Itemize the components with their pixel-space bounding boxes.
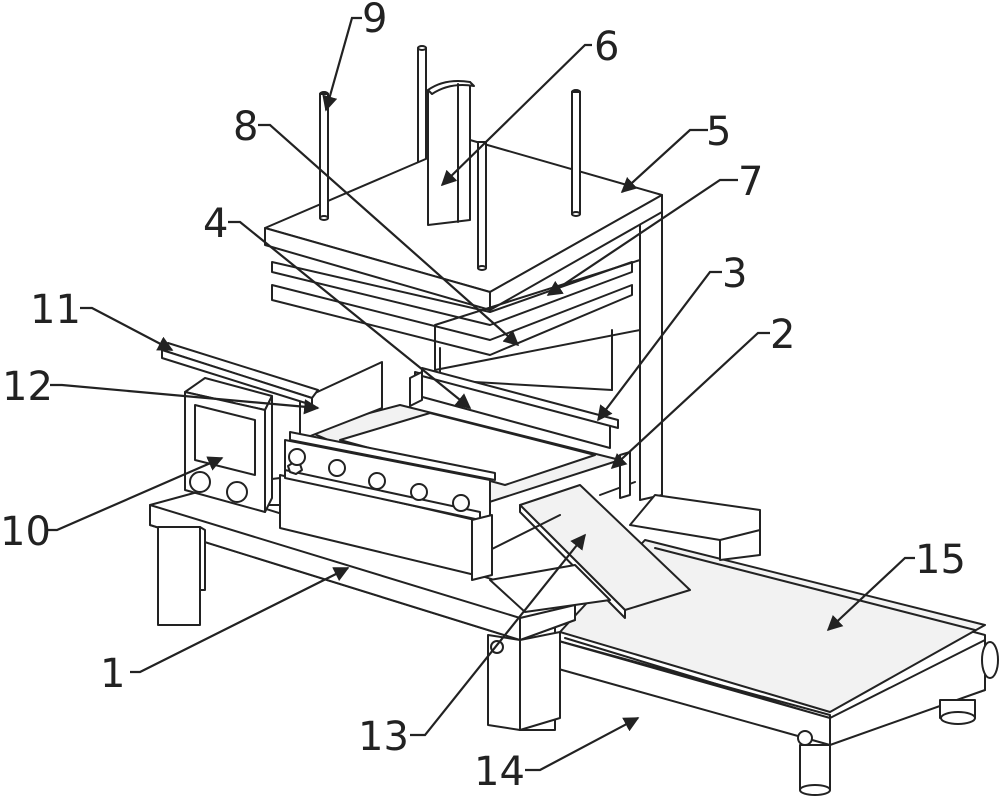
label-8: 8 — [233, 104, 258, 150]
label-14: 14 — [474, 749, 525, 795]
label-13: 13 — [358, 714, 409, 760]
label-10: 10 — [0, 509, 51, 555]
mold-tray — [299, 361, 636, 556]
label-1: 1 — [100, 651, 125, 697]
label-12: 12 — [2, 364, 53, 410]
label-7: 7 — [738, 159, 763, 205]
label-6: 6 — [594, 24, 619, 70]
label-3: 3 — [722, 251, 747, 297]
label-11: 11 — [30, 287, 81, 333]
leader-lines — [45, 16, 915, 772]
discharge-chute — [489, 484, 691, 619]
label-15: 15 — [915, 537, 966, 583]
label-2: 2 — [770, 312, 795, 358]
label-5: 5 — [706, 109, 731, 155]
part-labels: 9 6 5 7 8 4 3 2 11 12 10 1 13 14 15 — [0, 0, 966, 795]
front-clamp — [263, 431, 496, 581]
label-9: 9 — [362, 0, 387, 42]
label-4: 4 — [203, 201, 228, 247]
press-cylinder — [427, 80, 475, 226]
